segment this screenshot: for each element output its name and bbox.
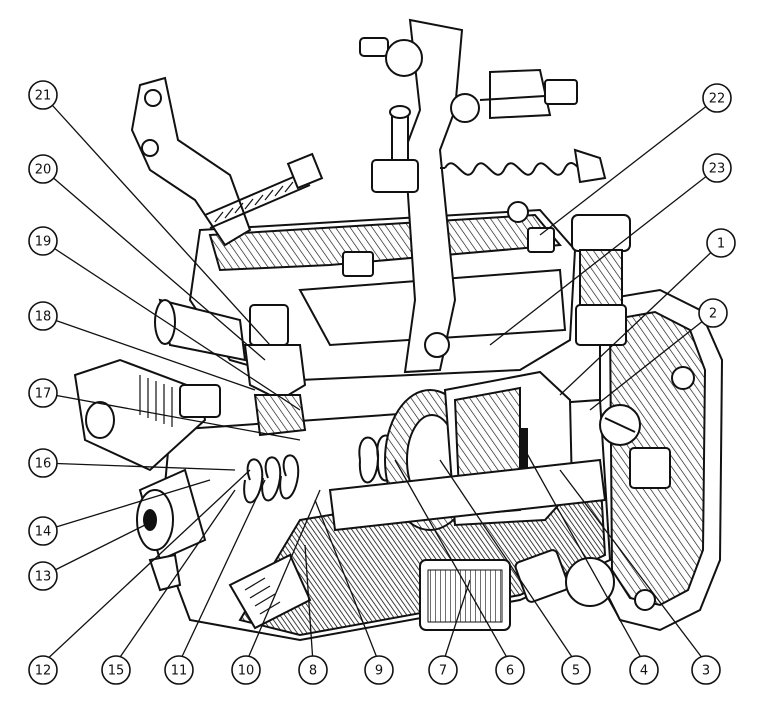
svg-text:17: 17 (35, 387, 52, 402)
svg-text:23: 23 (709, 162, 726, 177)
svg-text:21: 21 (35, 89, 52, 104)
callout-18: 18 (28, 301, 58, 331)
pump-illustration (73, 18, 724, 642)
callout-17: 17 (28, 378, 58, 408)
svg-text:12: 12 (35, 664, 52, 679)
callout-13: 13 (28, 561, 58, 591)
svg-text:16: 16 (35, 457, 52, 472)
throttle-bracket (130, 76, 252, 247)
callout-10: 10 (231, 655, 261, 685)
governor-spring (440, 148, 607, 184)
callout-15: 15 (101, 655, 131, 685)
advance-nut (514, 549, 615, 607)
callout-22: 22 (702, 83, 732, 113)
svg-text:3: 3 (702, 664, 710, 679)
callout-8: 8 (298, 655, 328, 685)
callout-20: 20 (28, 154, 58, 184)
svg-text:19: 19 (35, 235, 52, 250)
pressure-regulator (228, 553, 312, 630)
callout-3: 3 (691, 655, 721, 685)
svg-text:15: 15 (108, 664, 125, 679)
lever-pivot (424, 332, 450, 358)
adjusting-screw (204, 152, 324, 229)
svg-text:8: 8 (309, 664, 317, 679)
callout-2: 2 (698, 298, 728, 328)
svg-text:20: 20 (35, 163, 52, 178)
svg-text:2: 2 (709, 307, 717, 322)
callout-12: 12 (28, 655, 58, 685)
cover-ball (507, 201, 529, 223)
top-adjuster (359, 37, 423, 77)
svg-text:1: 1 (717, 237, 725, 252)
svg-text:6: 6 (506, 664, 514, 679)
left-fitting-block (73, 358, 221, 472)
callout-16: 16 (28, 448, 58, 478)
leader-lines (42, 94, 722, 664)
svg-text:14: 14 (35, 525, 52, 540)
flange-bolt-hole-bottom (634, 589, 656, 611)
drive-shaft (328, 458, 607, 532)
callout-5: 5 (561, 655, 591, 685)
flange-bolt-hole-top (671, 366, 695, 390)
callout-4: 4 (629, 655, 659, 685)
svg-text:22: 22 (709, 92, 726, 107)
svg-text:18: 18 (35, 310, 52, 325)
svg-text:11: 11 (171, 664, 188, 679)
svg-text:7: 7 (439, 664, 447, 679)
callout-23: 23 (702, 153, 732, 183)
shutoff-lever (371, 105, 419, 193)
svg-text:13: 13 (35, 570, 52, 585)
callout-14: 14 (28, 516, 58, 546)
callout-6: 6 (495, 655, 525, 685)
bracket-hole-1 (144, 89, 162, 107)
callout-21: 21 (28, 80, 58, 110)
callout-19: 19 (28, 226, 58, 256)
left-pipe (154, 298, 247, 362)
bracket-hole-2 (141, 139, 159, 157)
callout-7: 7 (428, 655, 458, 685)
hex-socket-plug (629, 447, 671, 489)
inlet-union (243, 304, 307, 437)
outlet-union (571, 214, 631, 346)
cover-nut-right (527, 227, 555, 253)
cover-nut-left (342, 251, 374, 277)
svg-text:9: 9 (375, 664, 383, 679)
stop-screw-assembly (450, 68, 578, 123)
transfer-pump-springs (243, 454, 300, 504)
callout-11: 11 (164, 655, 194, 685)
svg-text:10: 10 (238, 664, 255, 679)
control-lever (403, 18, 464, 374)
callout-1: 1 (706, 228, 736, 258)
svg-text:4: 4 (640, 664, 648, 679)
svg-text:5: 5 (572, 664, 580, 679)
callout-9: 9 (364, 655, 394, 685)
